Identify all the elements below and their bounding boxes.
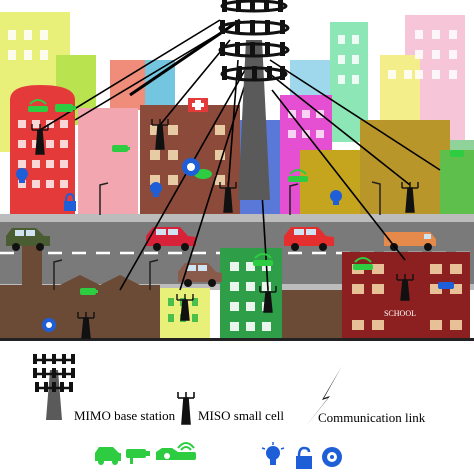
miso-antenna-icon <box>77 312 95 339</box>
miso-small-cells <box>31 119 419 339</box>
wifi-router-icon <box>176 442 196 460</box>
wifi-router-icon <box>28 99 48 112</box>
padlock-icon <box>64 192 76 211</box>
miso-antenna-icon <box>177 392 195 425</box>
vehicles <box>6 227 436 287</box>
cctv-camera-icon <box>126 449 150 464</box>
mimo-tower-icon <box>33 354 75 420</box>
legend-link-label: Communication link <box>318 410 426 425</box>
building <box>360 120 450 216</box>
light-bulb-icon <box>150 182 162 197</box>
iot-devices <box>16 99 464 332</box>
legend-device-group-green <box>95 442 196 465</box>
wifi-router-icon <box>353 257 373 270</box>
light-bulb-icon <box>330 190 342 205</box>
ground-line <box>0 338 474 341</box>
padlock-icon <box>296 446 312 469</box>
building <box>440 150 474 216</box>
wifi-router-icon <box>253 253 273 266</box>
cctv-camera-icon <box>450 150 464 157</box>
light-bulb-icon <box>16 168 28 183</box>
street-lamps <box>53 181 381 290</box>
cctv-camera-icon <box>55 104 76 112</box>
miso-antenna-icon <box>401 182 419 213</box>
city-midground <box>10 85 474 217</box>
cctv-camera-icon <box>80 288 98 295</box>
miso-antenna-icon <box>151 119 169 150</box>
building <box>282 290 346 340</box>
miso-antenna-icon <box>396 274 414 301</box>
alarm-icon <box>182 158 200 176</box>
miso-antenna-icon <box>259 286 277 313</box>
car-icon <box>178 263 222 287</box>
legend-miso-label: MISO small cell <box>198 408 284 423</box>
alarm-icon <box>322 447 342 467</box>
factory <box>0 285 160 340</box>
cctv-camera-icon <box>112 145 130 152</box>
car-icon <box>95 447 121 465</box>
cctv-camera-icon <box>438 282 454 289</box>
mimo-tower-icon <box>218 0 290 200</box>
truck-icon <box>384 232 436 251</box>
car-icon <box>6 228 50 251</box>
car-icon <box>146 227 196 251</box>
miso-antenna-icon <box>176 294 194 321</box>
sidewalk <box>0 214 474 222</box>
smoke-detector-icon <box>156 448 178 460</box>
school-sign: SCHOOL <box>384 309 416 318</box>
miso-antenna-icon <box>31 124 49 155</box>
legend-device-group-blue <box>261 442 342 469</box>
communication-links <box>39 18 441 291</box>
wifi-router-icon <box>288 169 308 182</box>
legend-mimo-label: MIMO base station <box>74 408 176 423</box>
miso-antenna-icon <box>219 182 237 213</box>
chimney <box>22 240 42 290</box>
alarm-icon <box>42 318 56 332</box>
legend: MIMO base station MISO small cell Commun… <box>33 354 426 469</box>
car-icon <box>284 227 334 251</box>
light-bulb-icon <box>261 442 285 465</box>
building <box>78 108 138 216</box>
